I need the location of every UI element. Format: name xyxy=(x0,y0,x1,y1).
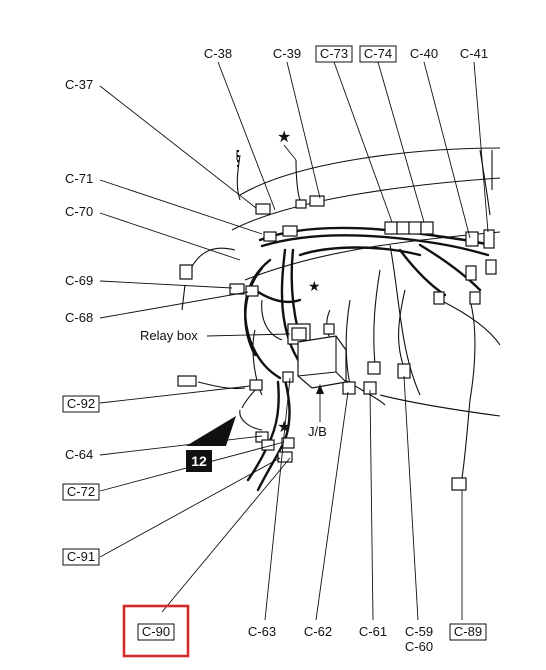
label-c64: C-64 xyxy=(65,447,93,462)
label-c68: C-68 xyxy=(65,310,93,325)
label-c73-box xyxy=(315,45,353,63)
view-arrow-wedge xyxy=(186,416,236,446)
star-icon: ★ xyxy=(277,417,291,436)
label-c91: C-91 xyxy=(67,549,95,564)
label-c62: C-62 xyxy=(304,624,332,639)
label-c90-box xyxy=(137,623,175,641)
label-c71: C-71 xyxy=(65,171,93,186)
label-c37: C-37 xyxy=(65,77,93,92)
label-c74: C-74 xyxy=(364,46,392,61)
label-c89: C-89 xyxy=(454,624,482,639)
label-jb: J/B xyxy=(308,424,327,439)
label-c38: C-38 xyxy=(204,46,232,61)
label-c90: C-90 xyxy=(142,624,170,639)
junction-block-shape xyxy=(297,323,347,389)
label-c91-box xyxy=(62,548,100,566)
label-c60: C-60 xyxy=(405,639,433,654)
label-c74-box xyxy=(359,45,397,63)
label-c70: C-70 xyxy=(65,204,93,219)
star-icon: ★ xyxy=(308,279,321,295)
label-c73: C-73 xyxy=(320,46,348,61)
label-c61: C-61 xyxy=(359,624,387,639)
connectors xyxy=(177,195,497,491)
label-c63: C-63 xyxy=(248,624,276,639)
label-c40: C-40 xyxy=(410,46,438,61)
label-c72: C-72 xyxy=(67,484,95,499)
badge-12-label: 12 xyxy=(191,453,207,469)
label-c69: C-69 xyxy=(65,273,93,288)
label-relay-box: Relay box xyxy=(140,328,198,343)
wire-harness xyxy=(181,150,492,492)
label-c72-box xyxy=(62,483,100,501)
label-c89-box xyxy=(449,623,487,641)
label-c92-box xyxy=(62,395,100,413)
label-c59: C-59 xyxy=(405,624,433,639)
star-icon: ★ xyxy=(277,127,291,146)
label-c90-highlight xyxy=(122,604,190,658)
label-c92: C-92 xyxy=(67,396,95,411)
label-c39: C-39 xyxy=(273,46,301,61)
label-c41: C-41 xyxy=(460,46,488,61)
dashboard-outline xyxy=(231,147,501,417)
badge-12 xyxy=(186,450,212,472)
